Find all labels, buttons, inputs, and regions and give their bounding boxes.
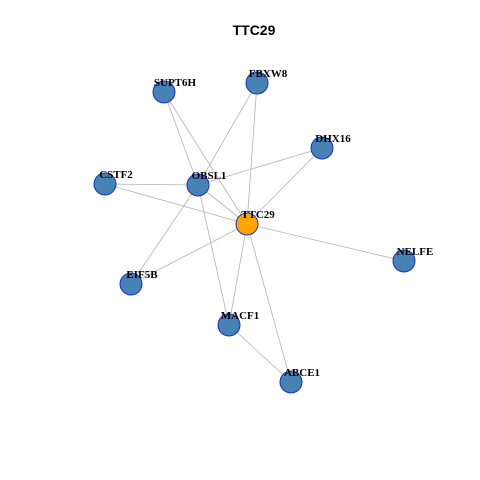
node-circle-supt6h — [152, 80, 176, 104]
node-dhx16: DHX16 — [310, 133, 351, 160]
node-label-macf1: MACF1 — [221, 310, 260, 322]
node-label-nelfe: NELFE — [397, 246, 434, 258]
node-circle-nelfe — [392, 249, 416, 273]
edge-cstf2-obsl1 — [104, 183, 199, 186]
node-label-obsl1: OBSL1 — [192, 170, 227, 182]
node-circle-obsl1 — [186, 173, 210, 197]
graph-title: TTC29 — [233, 22, 276, 38]
edge-dhx16-ttc29 — [246, 147, 323, 225]
node-obsl1: OBSL1 — [186, 170, 227, 197]
node-nelfe: NELFE — [392, 246, 434, 273]
edge-fbxw8-obsl1 — [197, 82, 258, 186]
node-cstf2: CSTF2 — [93, 169, 133, 196]
node-circle-dhx16 — [310, 136, 334, 160]
node-macf1: MACF1 — [217, 310, 260, 337]
node-abce1: ABCE1 — [279, 367, 320, 394]
edge-supt6h-ttc29 — [163, 91, 248, 225]
edge-ttc29-eif5b — [130, 223, 248, 285]
edge-cstf2-ttc29 — [104, 183, 248, 225]
edge-dhx16-obsl1 — [197, 147, 323, 186]
edge-layer — [104, 82, 405, 383]
node-label-supt6h: SUPT6H — [154, 77, 197, 89]
node-label-eif5b: EIF5B — [126, 269, 158, 281]
node-label-ttc29: TTC29 — [241, 209, 275, 221]
node-label-fbxw8: FBXW8 — [249, 68, 288, 80]
edge-macf1-abce1 — [228, 324, 292, 383]
edge-supt6h-obsl1 — [163, 91, 199, 186]
node-label-abce1: ABCE1 — [284, 367, 320, 379]
node-fbxw8: FBXW8 — [245, 68, 288, 95]
edge-ttc29-abce1 — [246, 223, 292, 383]
node-label-dhx16: DHX16 — [315, 133, 351, 145]
node-circle-eif5b — [119, 272, 143, 296]
edge-fbxw8-ttc29 — [246, 82, 258, 225]
node-circle-fbxw8 — [245, 71, 269, 95]
edge-obsl1-eif5b — [130, 184, 199, 285]
node-circle-abce1 — [279, 370, 303, 394]
node-circle-ttc29 — [235, 212, 259, 236]
node-supt6h: SUPT6H — [152, 77, 197, 104]
edge-obsl1-macf1 — [197, 184, 230, 326]
edge-ttc29-nelfe — [246, 223, 405, 262]
node-eif5b: EIF5B — [119, 269, 158, 296]
edge-ttc29-macf1 — [228, 223, 248, 326]
node-ttc29: TTC29 — [235, 209, 275, 236]
node-circle-cstf2 — [93, 172, 117, 196]
node-label-cstf2: CSTF2 — [99, 169, 133, 181]
node-circle-macf1 — [217, 313, 241, 337]
